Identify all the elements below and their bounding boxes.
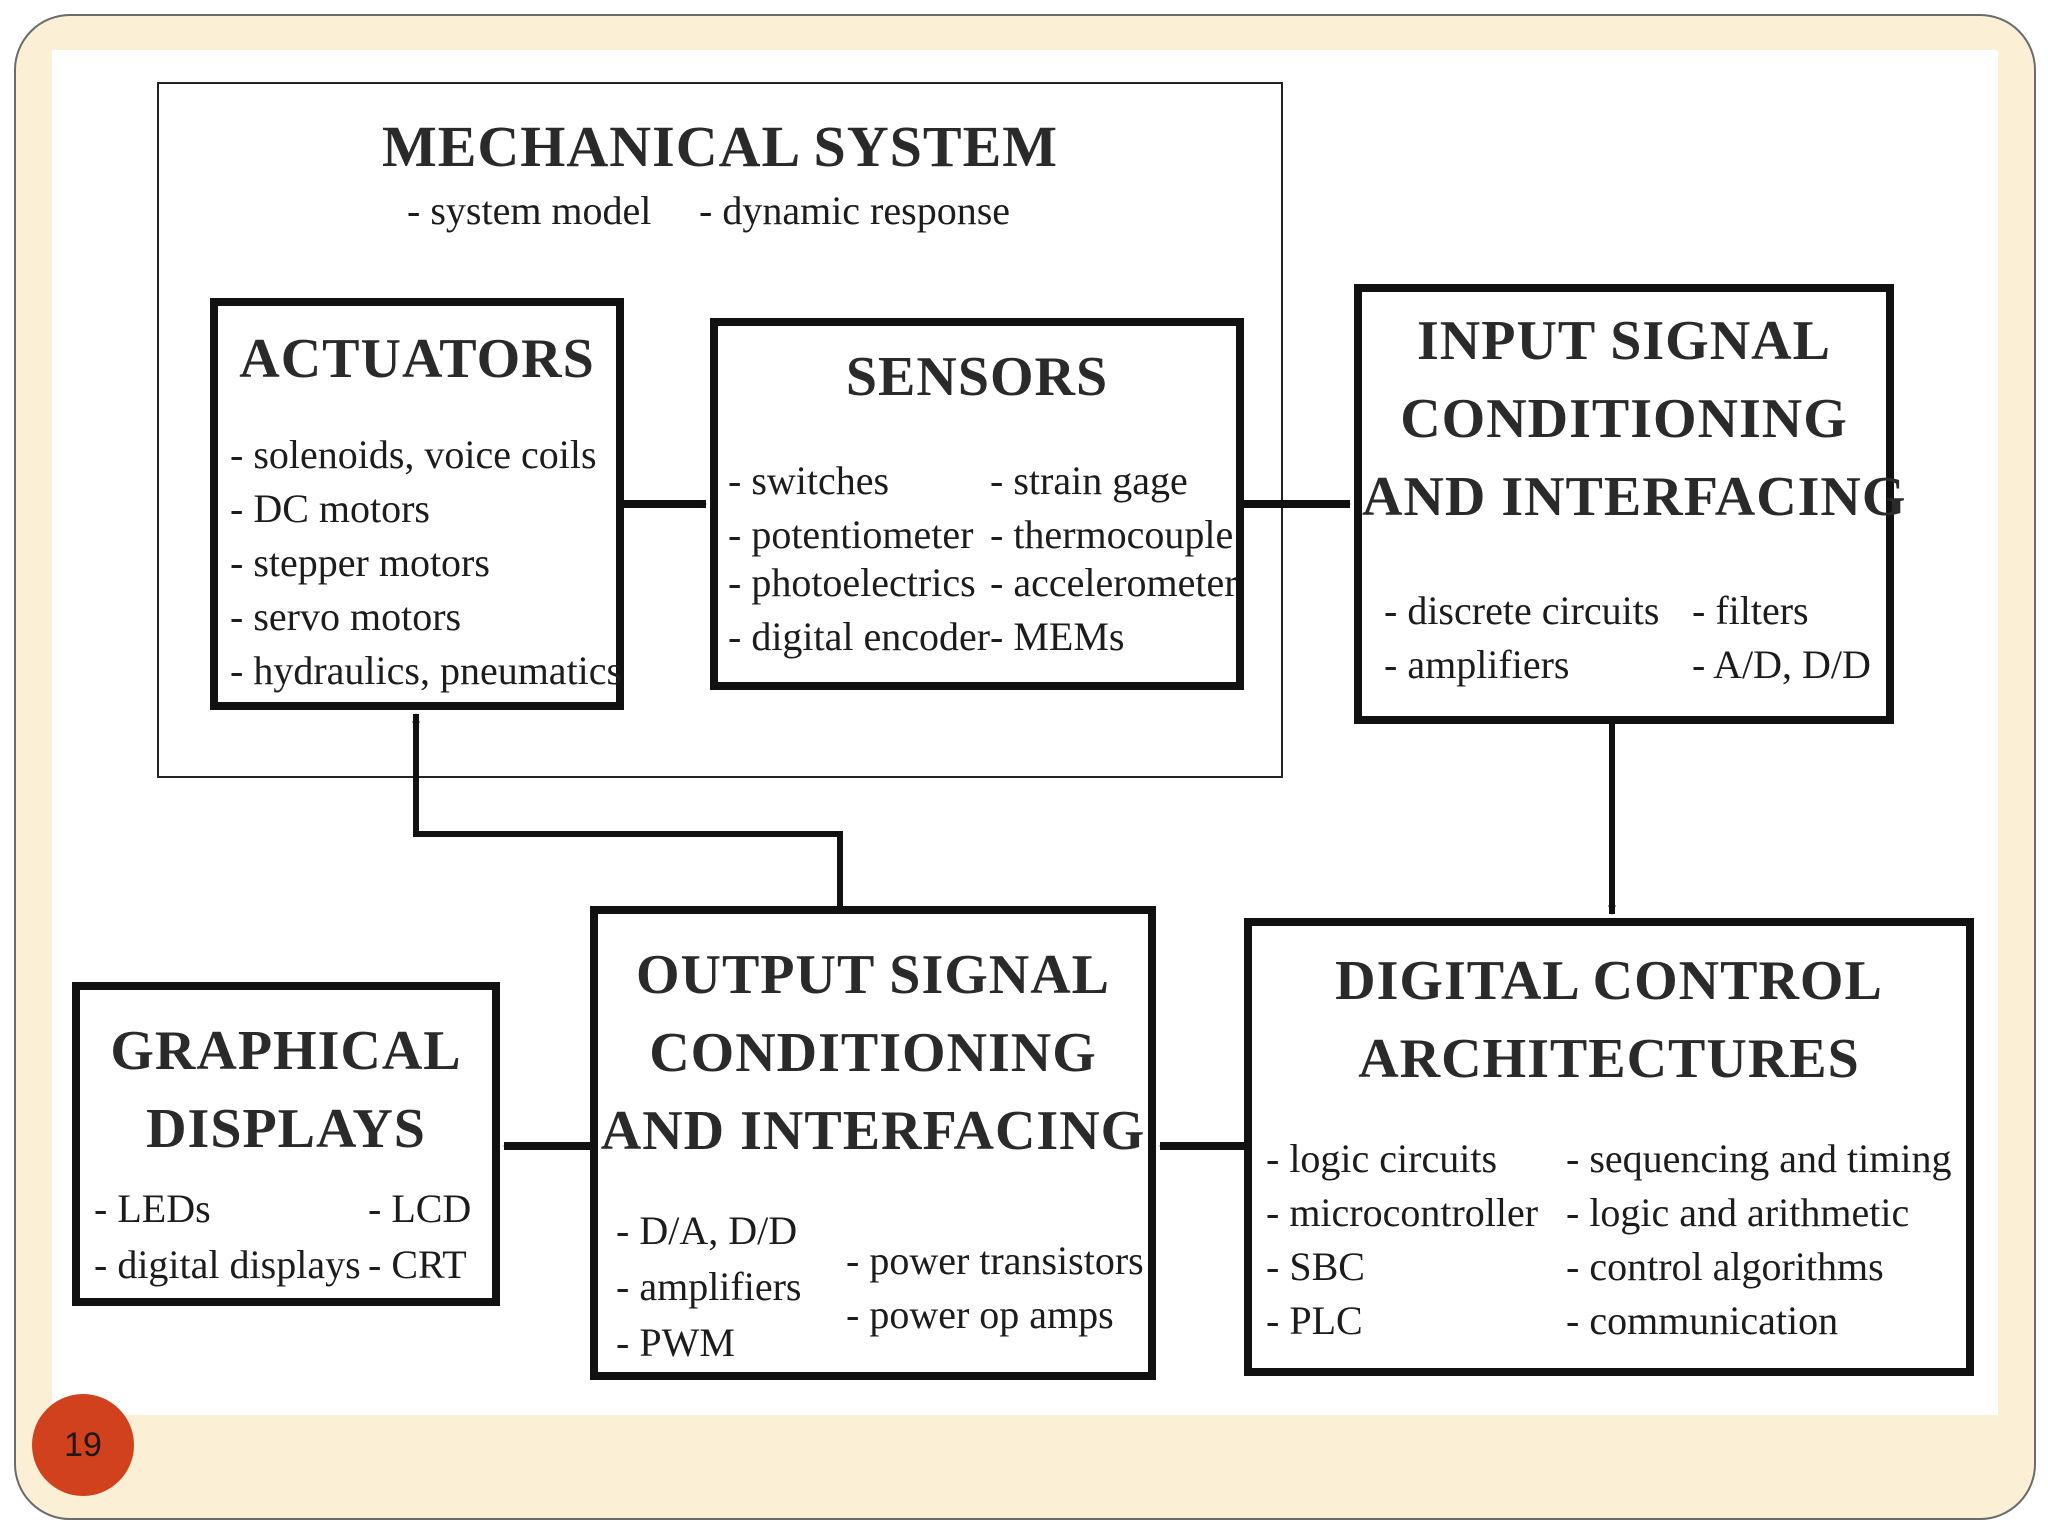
output-signal-item: - PWM [616, 1320, 735, 1365]
mechanical-system-box: MECHANICAL SYSTEM - system model - dynam… [157, 82, 1283, 778]
input-signal-item: - filters [1692, 588, 1809, 633]
sensors-title: SENSORS [845, 346, 1109, 408]
sensor-item: - switches [728, 458, 890, 503]
graphical-displays-item: - CRT [368, 1242, 467, 1287]
output-signal-item: - power transistors [846, 1238, 1144, 1283]
output-signal-title-line: CONDITIONING [649, 1022, 1097, 1084]
graphical-displays-item: - digital displays [94, 1242, 361, 1287]
output-signal-box: OUTPUT SIGNAL CONDITIONING AND INTERFACI… [590, 906, 1156, 1380]
sensor-item: - photoelectrics [728, 560, 976, 605]
input-signal-box: INPUT SIGNAL CONDITIONING AND INTERFACIN… [1354, 284, 1907, 724]
output-signal-item: - D/A, D/D [616, 1208, 798, 1253]
graphical-displays-item: - LCD [368, 1186, 472, 1231]
digital-control-item: - SBC [1266, 1244, 1365, 1289]
actuators-title: ACTUATORS [239, 328, 595, 390]
digital-control-box: DIGITAL CONTROL ARCHITECTURES - logic ci… [1244, 918, 1974, 1376]
actuator-item: - solenoids, voice coils [230, 432, 597, 477]
page-number-badge: 19 [32, 1394, 134, 1496]
digital-control-item: - microcontroller [1266, 1190, 1539, 1235]
output-signal-title-line: AND INTERFACING [600, 1100, 1146, 1162]
sensor-item: - potentiometer [728, 512, 974, 557]
actuator-item: - servo motors [230, 594, 462, 639]
input-signal-item: - discrete circuits [1384, 588, 1660, 633]
digital-control-title-line: ARCHITECTURES [1358, 1028, 1860, 1090]
digital-control-item: - logic circuits [1266, 1136, 1498, 1181]
output-signal-item: - power op amps [846, 1292, 1114, 1337]
actuator-item: - stepper motors [230, 540, 490, 585]
actuator-item: - DC motors [230, 486, 430, 531]
graphical-displays-item: - LEDs [94, 1186, 211, 1231]
output-signal-item: - amplifiers [616, 1264, 802, 1309]
input-signal-title-line: INPUT SIGNAL [1417, 310, 1831, 372]
arrow-output-to-actuators [412, 713, 843, 906]
digital-control-item: - control algorithms [1566, 1244, 1884, 1289]
mechanical-item: - system model [407, 188, 652, 233]
digital-control-title-line: DIGITAL CONTROL [1335, 950, 1883, 1012]
sensor-item: - MEMs [990, 614, 1125, 659]
digital-control-item: - sequencing and timing [1566, 1136, 1952, 1181]
actuators-box: ACTUATORS - solenoids, voice coils - DC … [210, 298, 624, 710]
digital-control-item: - PLC [1266, 1298, 1363, 1343]
input-signal-title-line: CONDITIONING [1400, 388, 1848, 450]
sensor-item: - accelerometer [990, 560, 1238, 605]
mechanical-item: - dynamic response [699, 188, 1011, 233]
actuator-item: - hydraulics, pneumatics [230, 648, 623, 693]
sensor-item: - thermocouple [990, 512, 1234, 557]
mechanical-system-title: MECHANICAL SYSTEM [381, 114, 1059, 179]
graphical-displays-title-line: DISPLAYS [146, 1098, 426, 1160]
digital-control-item: - logic and arithmetic [1566, 1190, 1910, 1235]
graphical-displays-box: GRAPHICAL DISPLAYS - LEDs - digital disp… [72, 982, 500, 1306]
input-signal-item: - amplifiers [1384, 642, 1570, 687]
digital-control-item: - communication [1566, 1298, 1839, 1343]
sensors-box: SENSORS - switches - potentiometer - pho… [710, 318, 1244, 690]
sensor-item: - strain gage [990, 458, 1188, 503]
input-signal-item: - A/D, D/D [1692, 642, 1871, 687]
output-signal-title-line: OUTPUT SIGNAL [635, 944, 1111, 1006]
sensor-item: - digital encoder [728, 614, 991, 659]
graphical-displays-title-line: GRAPHICAL [110, 1020, 462, 1082]
input-signal-title-line: AND INTERFACING [1362, 466, 1907, 528]
